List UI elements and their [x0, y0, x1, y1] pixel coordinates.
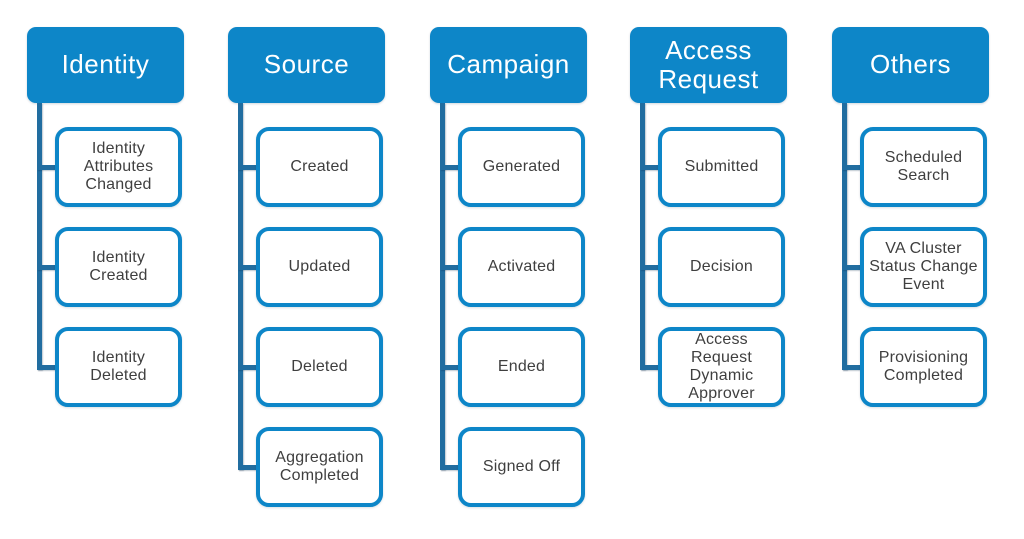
node-campaign-2: Activated: [458, 227, 585, 307]
node-campaign-4: Signed Off: [458, 427, 585, 507]
connector-stub: [842, 264, 861, 270]
node-identity-3: Identity Deleted: [55, 327, 182, 407]
connector-stub: [238, 164, 257, 170]
connector-line-identity: [37, 103, 42, 370]
connector-stub: [238, 264, 257, 270]
node-source-2: Updated: [256, 227, 383, 307]
header-access-request: Access Request: [630, 27, 787, 103]
node-access-request-2: Decision: [658, 227, 785, 307]
connector-line-source: [238, 103, 243, 470]
node-others-1: Scheduled Search: [860, 127, 987, 207]
connector-stub: [37, 364, 56, 370]
connector-stub: [640, 364, 659, 370]
connector-stub: [238, 364, 257, 370]
node-campaign-1: Generated: [458, 127, 585, 207]
node-access-request-3: Access Request Dynamic Approver: [658, 327, 785, 407]
connector-line-access-request: [640, 103, 645, 370]
node-source-1: Created: [256, 127, 383, 207]
node-source-3: Deleted: [256, 327, 383, 407]
header-identity: Identity: [27, 27, 184, 103]
connector-stub: [440, 464, 459, 470]
node-others-2: VA Cluster Status Change Event: [860, 227, 987, 307]
node-source-4: Aggregation Completed: [256, 427, 383, 507]
header-source: Source: [228, 27, 385, 103]
node-identity-1: Identity Attributes Changed: [55, 127, 182, 207]
connector-stub: [640, 164, 659, 170]
connector-line-others: [842, 103, 847, 370]
connector-stub: [440, 264, 459, 270]
connector-stub: [842, 364, 861, 370]
node-campaign-3: Ended: [458, 327, 585, 407]
connector-stub: [842, 164, 861, 170]
node-access-request-1: Submitted: [658, 127, 785, 207]
node-identity-2: Identity Created: [55, 227, 182, 307]
connector-stub: [37, 264, 56, 270]
node-others-3: Provisioning Completed: [860, 327, 987, 407]
connector-stub: [440, 364, 459, 370]
connector-stub: [640, 264, 659, 270]
header-others: Others: [832, 27, 989, 103]
connector-line-campaign: [440, 103, 445, 470]
connector-stub: [440, 164, 459, 170]
header-campaign: Campaign: [430, 27, 587, 103]
connector-stub: [238, 464, 257, 470]
connector-stub: [37, 164, 56, 170]
